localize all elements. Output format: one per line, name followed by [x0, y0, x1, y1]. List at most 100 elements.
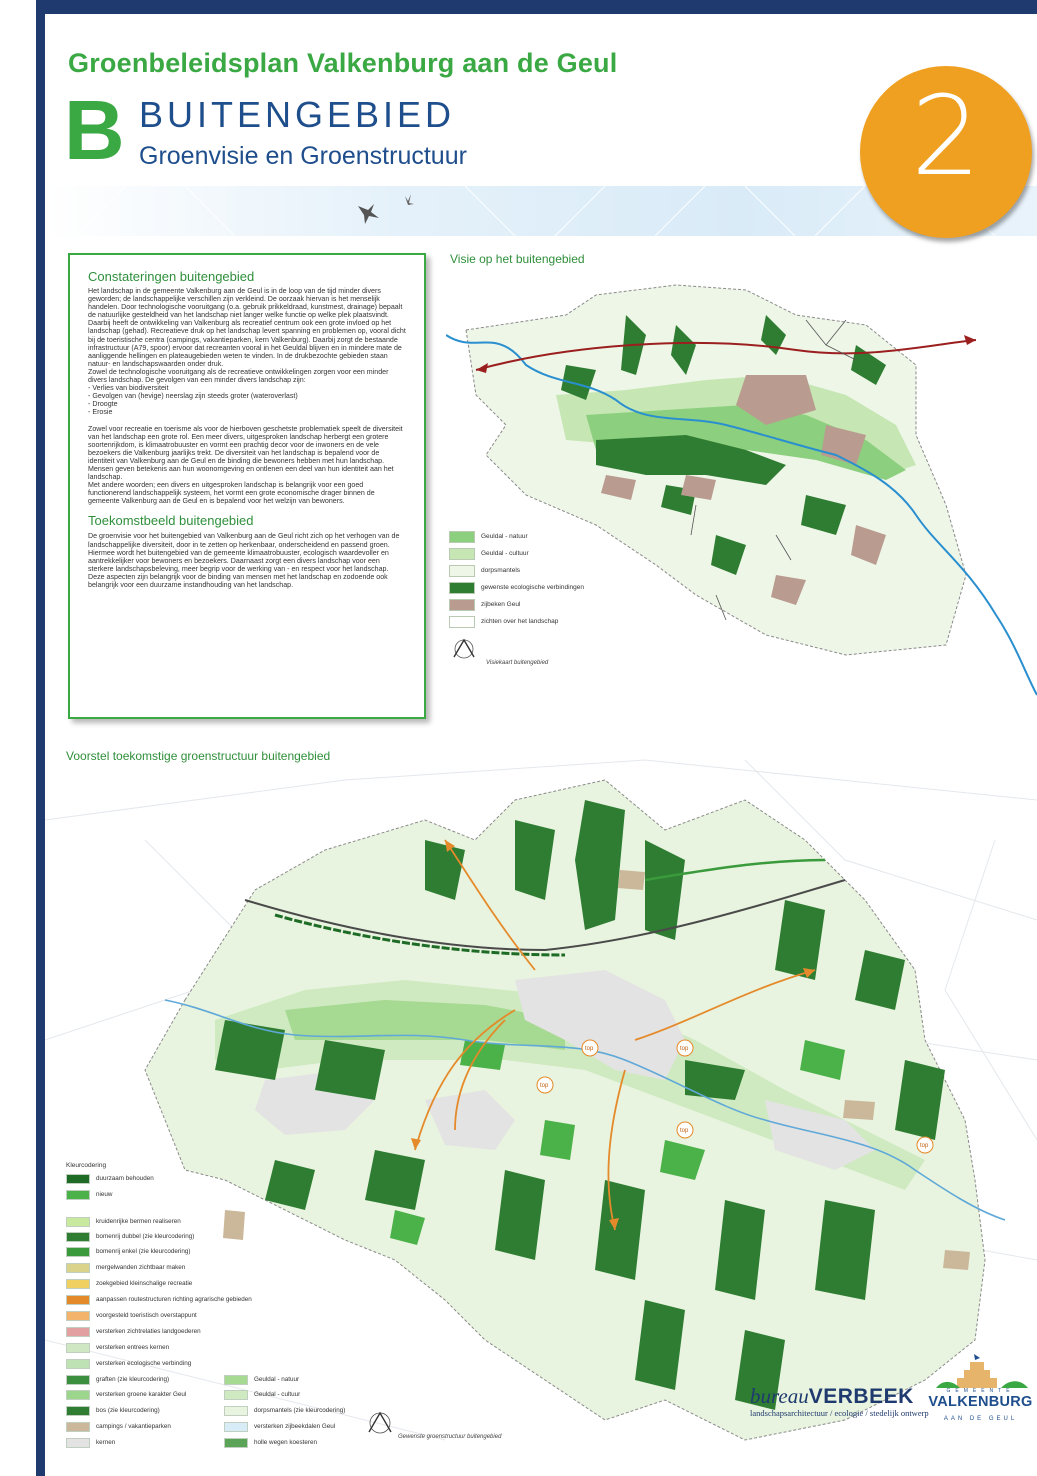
structure-map-title: Voorstel toekomstige groenstructuur buit…	[66, 749, 331, 763]
legend-swatch	[66, 1310, 90, 1321]
legend-swatch	[224, 1421, 248, 1432]
frame-top-border	[36, 0, 1037, 14]
legend-swatch	[66, 1358, 90, 1369]
logo-verbeek-text: VERBEEK	[808, 1385, 914, 1408]
legend-label: dorpsmantels	[481, 567, 521, 574]
legend-swatch	[66, 1389, 90, 1400]
geul-river	[446, 334, 1037, 696]
legend-item: versterken zijbeekdalen Geul	[224, 1420, 335, 1433]
geuldal-natuur-zone	[586, 405, 906, 480]
legend-swatch	[66, 1374, 90, 1385]
legend-label: bomenrij dubbel (zie kleurcodering)	[96, 1233, 195, 1240]
legend-label: aanpassen routestructuren richting agrar…	[96, 1296, 252, 1303]
legend-item: graften (zie kleurcodering)	[66, 1373, 169, 1386]
forest-patches	[561, 315, 886, 575]
legend-label: Geuldal - natuur	[254, 1376, 300, 1383]
legend-item: versterken ecologische verbinding	[66, 1357, 191, 1370]
legend-label: zichten over het landschap	[481, 618, 559, 625]
logo-valkenburg-text: VALKENBURG	[928, 1394, 1033, 1410]
legend-swatch	[66, 1216, 90, 1227]
legend-label: graften (zie kleurcodering)	[96, 1376, 170, 1383]
section-letter: B	[64, 83, 125, 177]
legend-label: nieuw	[96, 1191, 113, 1198]
paragraph-constateringen-1: Het landschap in de gemeente Valkenburg …	[88, 287, 406, 417]
legend-label: gewenste ecologische verbindingen	[481, 584, 584, 591]
legend-item: holle wegen koesteren	[224, 1436, 317, 1449]
svg-text:top: top	[680, 1046, 689, 1052]
svg-text:top: top	[680, 1128, 689, 1134]
heading-constateringen: Constateringen buitengebied	[88, 269, 255, 284]
legend-item: zoekgebied kleinschalige recreatie	[66, 1277, 192, 1290]
logo-geul-text: AAN DE GEUL	[943, 1416, 1018, 1422]
legend-label: holle wegen koesteren	[254, 1439, 318, 1446]
legend-label: versterken groene karakter Geul	[96, 1391, 187, 1398]
legend-item: versterken groene karakter Geul	[66, 1388, 186, 1401]
logo-gemeente-text: GEMEENTE	[946, 1388, 1015, 1394]
legend-title: Kleurcodering	[66, 1162, 107, 1169]
vision-map	[446, 284, 1037, 696]
view-arrow-head-right	[964, 335, 976, 345]
legend-swatch	[66, 1342, 90, 1353]
legend-swatch	[66, 1294, 90, 1305]
new-forest-areas	[390, 1040, 845, 1245]
legend-label: zoekgebied kleinschalige recreatie	[96, 1280, 193, 1287]
legend-label: kernen	[96, 1439, 116, 1446]
legend-item: kernen	[66, 1436, 115, 1449]
legend-swatch	[66, 1231, 90, 1242]
logo-bureau-text: bureau	[750, 1384, 809, 1408]
legend-label: versterken entrees kernen	[96, 1344, 170, 1351]
legend-swatch	[66, 1437, 90, 1448]
legend-item: versterken zichtrelaties landgoederen	[66, 1325, 201, 1338]
legend-item: mergelwanden zichtbaar maken	[66, 1261, 185, 1274]
legend-label: bomenrij enkel (zie kleurcodering)	[96, 1248, 191, 1255]
legend-swatch	[66, 1278, 90, 1289]
legend-label: campings / vakantieparken	[96, 1423, 171, 1430]
legend-item: voorgesteld toeristisch overstappunt	[66, 1309, 197, 1322]
legend-item: dorpsmantels (zie kleurcodering)	[224, 1404, 345, 1417]
bureau-verbeek-logo: bureauVERBEEK landschapsarchitectuur / e…	[750, 1384, 929, 1418]
legend-item: kruidenrijke bermen realiseren	[66, 1215, 181, 1228]
chapter-badge: 2	[860, 66, 1032, 238]
paragraph-constateringen-2: Zowel voor recreatie en toerisme als voo…	[88, 424, 403, 506]
legend-label: versterken zichtrelaties landgoederen	[96, 1328, 201, 1335]
legend-label: versterken ecologische verbinding	[96, 1360, 192, 1367]
forest-band	[596, 435, 786, 485]
tree-row-single	[644, 858, 826, 882]
poster-title: Groenbeleidsplan Valkenburg aan de Geul	[68, 48, 618, 78]
legend-label: bos (zie kleurcodering)	[96, 1407, 160, 1414]
legend-label: duurzaam behouden	[96, 1175, 154, 1182]
section-subtitle: Groenvisie en Groenstructuur	[139, 142, 467, 170]
legend-label: Geuldal - cultuur	[254, 1391, 301, 1398]
legend-label: kruidenrijke bermen realiseren	[96, 1218, 181, 1225]
legend-label: versterken zijbeekdalen Geul	[254, 1423, 336, 1430]
gemeente-valkenburg-logo: GEMEENTE VALKENBURG AAN DE GEUL	[924, 1348, 1037, 1460]
vision-map-caption: Visiekaart buitengebied	[486, 660, 549, 666]
legend-label: Geuldal - cultuur	[481, 550, 529, 557]
legend-item: dorpsmantels	[449, 562, 589, 579]
legend-swatch	[66, 1189, 90, 1200]
legend-swatch	[449, 581, 475, 594]
forest-areas	[215, 800, 945, 1410]
legend-swatch	[66, 1421, 90, 1432]
municipality-area	[144, 779, 986, 1441]
structure-map-caption: Gewenste groenstructuur buitengebied	[398, 1434, 502, 1440]
legend-swatch	[224, 1437, 248, 1448]
north-arrow-icon	[368, 1411, 392, 1434]
bird-icon-small	[405, 194, 414, 205]
legend-swatch	[66, 1326, 90, 1337]
legend-swatch	[449, 564, 475, 577]
legend-label: voorgesteld toeristisch overstappunt	[96, 1312, 197, 1319]
legend-swatch	[66, 1173, 90, 1184]
text-panel: Constateringen buitengebied Het landscha…	[68, 253, 426, 719]
legend-item: bomenrij enkel (zie kleurcodering)	[66, 1245, 191, 1258]
legend-swatch	[66, 1246, 90, 1257]
legend-item: nieuw	[66, 1188, 112, 1201]
svg-text:top: top	[585, 1046, 594, 1052]
legend-swatch	[224, 1405, 248, 1416]
route-arrows	[414, 839, 816, 1231]
logo-tagline: landschapsarchitectuur / ecologie / sted…	[750, 1408, 929, 1418]
legend-item: versterken entrees kernen	[66, 1341, 169, 1354]
geul-river	[164, 999, 1006, 1221]
view-arrow-head-left	[476, 363, 488, 373]
green-structure-map: top top top top top	[45, 759, 1037, 1441]
